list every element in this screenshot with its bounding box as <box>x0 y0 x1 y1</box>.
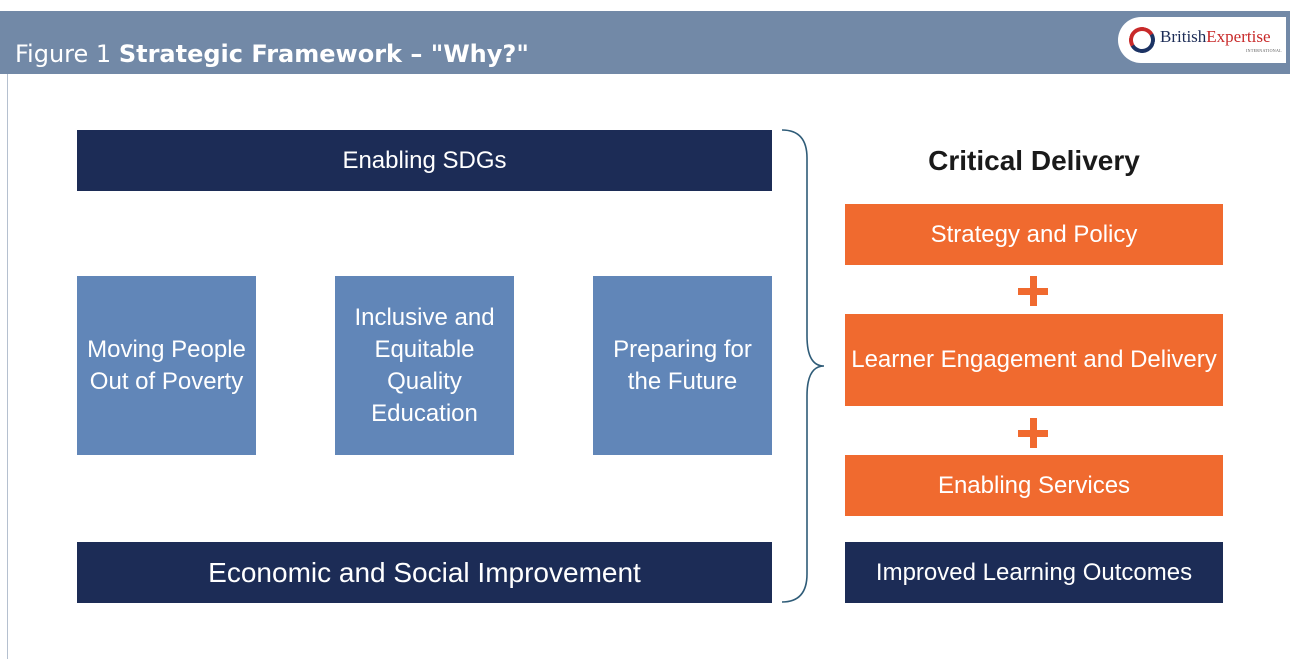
curly-brace <box>781 129 825 603</box>
logo-ring-icon <box>1126 24 1158 56</box>
critical-delivery-title: Critical Delivery <box>928 145 1140 176</box>
plus-icon <box>1018 418 1048 448</box>
improved-learning-outcomes-box: Improved Learning Outcomes <box>845 542 1223 603</box>
pillar-poverty: Moving People Out of Poverty <box>77 276 256 455</box>
enabling-sdgs-bar: Enabling SDGs <box>77 130 772 191</box>
figure-label: Figure 1 <box>15 40 112 68</box>
strategy-policy-box: Strategy and Policy <box>845 204 1223 265</box>
header-bar: Figure 1 Strategic Framework – "Why?" <box>0 11 1290 74</box>
figure-title-text: Strategic Framework – "Why?" <box>118 40 529 68</box>
logo-subtext: INTERNATIONAL <box>1246 48 1282 53</box>
economic-social-bar: Economic and Social Improvement <box>77 542 772 603</box>
logo-text-british: British <box>1160 27 1207 46</box>
british-expertise-logo: BritishExpertise INTERNATIONAL <box>1118 17 1286 63</box>
logo-text-expertise: Expertise <box>1206 27 1271 46</box>
figure-title: Figure 1 Strategic Framework – "Why?" <box>15 36 529 72</box>
logo-text: BritishExpertise <box>1160 27 1271 47</box>
learner-engagement-box: Learner Engagement and Delivery <box>845 314 1223 406</box>
enabling-services-box: Enabling Services <box>845 455 1223 516</box>
plus-icon <box>1018 276 1048 306</box>
pillar-education: Inclusive and Equitable Quality Educatio… <box>335 276 514 455</box>
pillar-future: Preparing for the Future <box>593 276 772 455</box>
left-border-line <box>7 74 8 659</box>
